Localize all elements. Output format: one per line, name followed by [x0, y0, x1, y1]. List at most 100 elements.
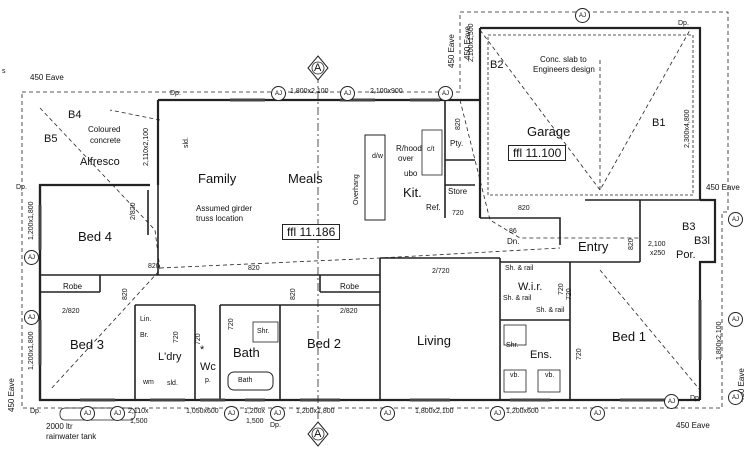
note: 2000 ltr — [46, 422, 73, 431]
exterior-wall — [158, 98, 482, 218]
aj-marker: AJ — [664, 394, 679, 409]
door-size: 820 — [518, 205, 530, 212]
eave-label: 450 Eave — [447, 34, 456, 68]
eave-label: 450 Eave — [30, 73, 64, 82]
room-label-broom: Br. — [140, 332, 149, 339]
window-size: 2,100x1,500 — [468, 23, 475, 62]
door-size: 720 — [558, 283, 565, 295]
door-size: 820 — [455, 118, 462, 130]
room-label-alfresco: Alfresco — [80, 156, 120, 168]
level-garage: ffl 11.100 — [508, 145, 567, 161]
aj-marker: AJ — [728, 390, 743, 405]
note: concrete — [90, 136, 121, 145]
door-size: 820 — [290, 288, 297, 300]
room-label-bed3: Bed 3 — [70, 337, 104, 352]
bath-tub — [227, 371, 274, 391]
room-label-garage: Garage — [527, 124, 571, 139]
note: vb. — [545, 372, 555, 379]
note: c/t — [427, 146, 435, 153]
note: rainwater tank — [46, 432, 97, 441]
note: sld. — [183, 137, 190, 148]
window-size: 1,800x2,100 — [415, 408, 454, 415]
downpipe-label: Dp. — [270, 422, 281, 429]
note: 2,100 — [648, 241, 666, 248]
vanity — [537, 369, 561, 393]
eave-label: 450 Eave — [676, 421, 710, 430]
eave-label: 450 Eave — [706, 183, 740, 192]
door-size: 720 — [576, 348, 583, 360]
door-size: 820 — [248, 265, 260, 272]
note: Dn. — [507, 237, 520, 246]
area-b1: B1 — [652, 117, 666, 129]
area-b2: B2 — [490, 59, 504, 71]
section-label: A — [314, 62, 322, 74]
note: Engineers design — [533, 65, 595, 74]
vanity — [503, 369, 527, 393]
aj-marker: AJ — [490, 406, 505, 421]
ens-shower — [503, 324, 527, 346]
room-label-kitchen: Kit. — [403, 185, 422, 200]
note: Sh. & rail — [503, 295, 532, 302]
room-label-bed1: Bed 1 — [612, 329, 646, 344]
roof-hip-line — [599, 269, 701, 391]
note: Conc. slab to — [540, 55, 587, 64]
door-size: 2/820 — [62, 308, 80, 315]
kitchen-island — [364, 134, 386, 221]
room-label-pantry: Pty. — [450, 139, 464, 148]
downpipe-label: Dp. — [16, 184, 27, 191]
aj-marker: AJ — [271, 86, 286, 101]
level-house: ffl 11.186 — [282, 224, 341, 240]
window-size: 2,110x2,100 — [143, 127, 150, 166]
area-b4: B4 — [68, 109, 82, 121]
aj-marker: AJ — [728, 212, 743, 227]
window-size: 1,050x600 — [186, 408, 219, 415]
room-label-fridge: Ref. — [426, 203, 441, 212]
note: over — [398, 154, 414, 163]
shower-label: Shr. — [257, 328, 270, 335]
exterior-wall — [698, 198, 717, 400]
door-size: 720 — [173, 331, 180, 343]
note: R/hood — [396, 144, 422, 153]
eave-label: 450 Eave — [7, 378, 16, 412]
aj-marker: AJ — [340, 86, 355, 101]
aj-marker: AJ — [110, 406, 125, 421]
roof-hip-line — [479, 29, 691, 191]
room-label-meals: Meals — [288, 171, 323, 186]
aj-marker: AJ — [224, 406, 239, 421]
window-size: 2,300x4,800 — [684, 109, 691, 148]
note: p. — [205, 377, 211, 384]
robe-label: Robe — [63, 282, 83, 291]
window-size: 1,200x1,800 — [28, 331, 35, 370]
aj-marker: AJ — [24, 250, 39, 265]
window-size: 1,500 — [246, 418, 264, 425]
note: sld. — [167, 380, 178, 387]
aj-marker: AJ — [80, 406, 95, 421]
window-size: 1,200x1,800 — [296, 408, 335, 415]
room-label-store: Store — [448, 187, 468, 196]
door-size: 720 — [195, 333, 202, 345]
note: Sh. & rail — [505, 265, 534, 272]
aj-marker: AJ — [380, 406, 395, 421]
aj-marker: AJ — [590, 406, 605, 421]
room-label-bath: Bath — [233, 345, 260, 360]
exterior-wall — [480, 26, 702, 200]
wall — [480, 217, 561, 245]
window-size: 2,110x — [128, 408, 149, 415]
area-b3l: B3l — [694, 235, 710, 247]
note: vb. — [510, 372, 520, 379]
note: Assumed girder — [196, 204, 253, 213]
window-size: 2,100x900 — [370, 88, 403, 95]
area-b3: B3 — [682, 221, 696, 233]
section-label: A — [314, 428, 322, 440]
room-label-living: Living — [417, 333, 451, 348]
roof-hip-line — [109, 109, 161, 121]
door-size: 720 — [228, 318, 235, 330]
room-label-linen: Lin. — [140, 316, 152, 323]
room-label-family: Family — [198, 171, 237, 186]
room-label-laundry: L'dry — [158, 351, 182, 363]
area-b5: B5 — [44, 133, 58, 145]
door-size: 820 — [122, 288, 129, 300]
rainwater-tank — [59, 407, 136, 421]
aj-marker: AJ — [575, 8, 590, 23]
window-size: 1,200x600 — [506, 408, 539, 415]
